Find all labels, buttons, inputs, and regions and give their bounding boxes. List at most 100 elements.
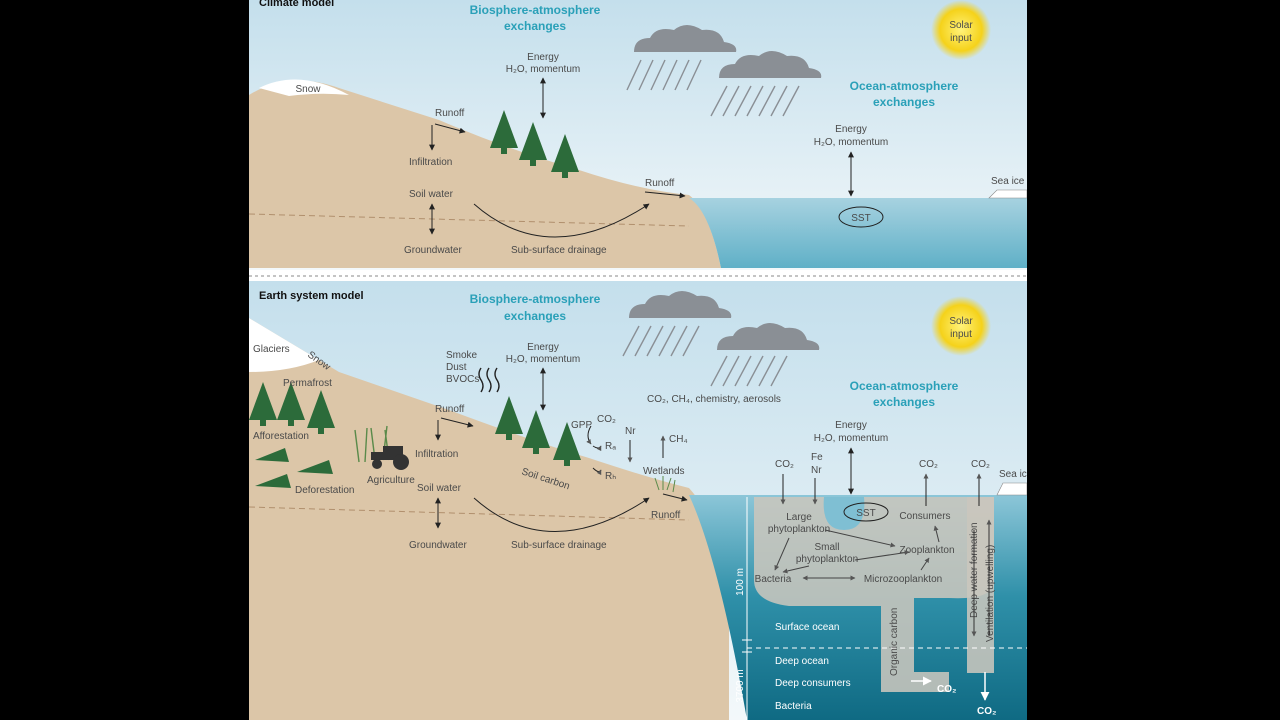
top-snowcap — [259, 79, 349, 96]
bottom-panel-title: Earth system model — [259, 290, 364, 302]
bvocs-label: BVOCs — [446, 374, 479, 385]
bottom-sun-icon — [931, 296, 991, 356]
top-runoff-upper-arrow — [434, 123, 466, 134]
bottom-runoff-upper: Runoff — [435, 404, 465, 415]
bottom-solar-line2: input — [950, 329, 972, 340]
ventilation-label: Ventilation (upwelling) — [985, 545, 996, 642]
top-ocean-header-1: Ocean-atmosphere — [850, 79, 959, 93]
co2-ocean2-label: CO₂ — [919, 459, 938, 470]
rh-arrow — [592, 467, 602, 476]
deforestation-label: Deforestation — [295, 485, 354, 496]
top-soil-water: Soil water — [409, 189, 454, 200]
bottom-infiltration: Infiltration — [415, 449, 458, 460]
bottom-runoff-lower-arrow — [662, 493, 688, 502]
top-ocean-header-2: exchanges — [873, 95, 935, 109]
bottom-ocean-header-2: exchanges — [873, 395, 935, 409]
top-sea-ice-shape — [988, 189, 1027, 199]
large-phyto-line2: phytoplankton — [768, 524, 830, 535]
top-sea-ice: Sea ice — [991, 176, 1025, 187]
top-water-table — [249, 213, 690, 227]
co2-chemistry-label: CO₂, CH₄, chemistry, aerosols — [647, 394, 781, 405]
permafrost-label: Permafrost — [283, 378, 332, 389]
large-phyto-line1: Large — [786, 512, 812, 523]
bottom-subsurface: Sub-surface drainage — [511, 540, 607, 551]
top-sun-icon — [931, 0, 991, 60]
co2-ocean3-label: CO₂ — [971, 459, 990, 470]
deep-consumers-label: Deep consumers — [775, 678, 851, 689]
ra-arrow — [592, 445, 602, 452]
gpp-label: GPP — [571, 420, 592, 431]
top-groundwater: Groundwater — [404, 245, 462, 256]
nr-ocean-label: Nr — [811, 465, 822, 476]
ra-label: Rₐ — [605, 441, 616, 452]
top-energy-ocean: Energy — [835, 124, 867, 135]
wetland-grass-icon — [654, 476, 676, 493]
bottom-energy-land: Energy — [527, 342, 559, 353]
smoke-label: Smoke — [446, 350, 478, 361]
bottom-biosphere-header-1: Biosphere-atmosphere — [470, 292, 601, 306]
bottom-subsurface-arrow — [473, 497, 650, 532]
bottom-water-table — [249, 506, 690, 521]
top-snow-label: Snow — [295, 84, 321, 95]
top-h2o-ocean: H₂O, momentum — [814, 137, 888, 148]
dust-label: Dust — [446, 362, 467, 373]
earth-system-panel: Earth system model — [249, 281, 1027, 720]
top-biosphere-header-2: exchanges — [504, 19, 566, 33]
co2-out1-label: CO₂ — [937, 684, 956, 695]
nr-land-label: Nr — [625, 426, 636, 437]
top-runoff-lower: Runoff — [645, 178, 675, 189]
zooplankton-label: Zooplankton — [899, 545, 954, 556]
bottom-glacier-snow — [249, 318, 319, 372]
agriculture-label: Agriculture — [367, 475, 415, 486]
microzoo-label: Microzooplankton — [864, 574, 942, 585]
depth-3700-label: 3700 m — [735, 669, 746, 702]
top-infiltration: Infiltration — [409, 157, 452, 168]
top-subsurface: Sub-surface drainage — [511, 245, 607, 256]
deep-ocean-label: Deep ocean — [775, 656, 829, 667]
deforestation-fallen-trees — [255, 448, 333, 488]
top-biosphere-header-1: Biosphere-atmosphere — [470, 3, 601, 17]
bottom-runoff-upper-arrow — [440, 417, 474, 428]
bottom-sea-ice-shape — [996, 482, 1027, 496]
bottom-solar-line1: Solar — [949, 316, 973, 327]
bottom-sea-ice: Sea ice — [999, 469, 1027, 480]
co2-ocean1-label: CO₂ — [775, 459, 794, 470]
depth-100-label: 100 m — [735, 568, 746, 596]
top-runoff-upper: Runoff — [435, 108, 465, 119]
co2-out2-label: CO₂ — [977, 706, 996, 717]
top-subsurface-arrow — [473, 203, 650, 238]
bottom-energy-ocean: Energy — [835, 420, 867, 431]
top-solar-line2: input — [950, 33, 972, 44]
ch4-label: CH₄ — [669, 434, 688, 445]
top-energy-land: Energy — [527, 52, 559, 63]
bottom-biosphere-header-2: exchanges — [504, 309, 566, 323]
climate-model-panel: Climate model Solar input Biosphere-at — [249, 0, 1027, 270]
ocean-ecosystem-box — [754, 497, 994, 692]
top-solar-line1: Solar — [949, 20, 973, 31]
glaciers-label: Glaciers — [253, 344, 290, 355]
top-runoff-lower-arrow — [644, 191, 686, 199]
afforestation-label: Afforestation — [253, 431, 309, 442]
bottom-land — [249, 318, 729, 720]
top-sst: SST — [851, 213, 870, 224]
top-rain — [626, 59, 800, 117]
rh-label: Rₕ — [605, 471, 616, 482]
bottom-soil-water: Soil water — [417, 483, 462, 494]
gpp-arrow — [586, 425, 592, 445]
fe-label: Fe — [811, 452, 823, 463]
top-land — [249, 80, 721, 268]
top-panel-title: Climate model — [259, 0, 334, 9]
bottom-groundwater: Groundwater — [409, 540, 467, 551]
small-phyto-line1: Small — [814, 542, 839, 553]
diagram-svg: Climate model Solar input Biosphere-at — [249, 0, 1027, 720]
tractor-icon — [371, 446, 409, 470]
wetlands-label: Wetlands — [643, 466, 685, 477]
small-phyto-line2: phytoplankton — [796, 554, 858, 565]
bottom-h2o-ocean: H₂O, momentum — [814, 433, 888, 444]
consumers-label: Consumers — [899, 511, 950, 522]
surface-ocean-label: Surface ocean — [775, 622, 840, 633]
top-sst-loop — [838, 206, 884, 228]
co2-gpp-label: CO₂ — [597, 414, 616, 425]
emission-wisps-icon — [478, 367, 500, 393]
bottom-runoff-lower: Runoff — [651, 510, 681, 521]
